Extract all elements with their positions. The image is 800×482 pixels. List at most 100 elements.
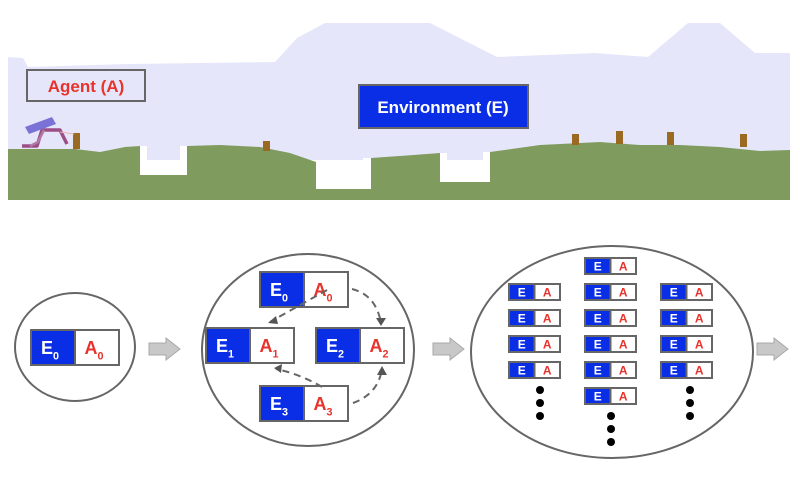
environment-symbol: E [670, 337, 678, 351]
pit-wall [483, 152, 490, 182]
environment-symbol: E [670, 285, 678, 299]
agent-symbol: A [543, 311, 552, 325]
agent-symbol: A [619, 363, 628, 377]
agent-symbol: A [619, 311, 628, 325]
agent-leg [29, 129, 46, 148]
agent-label-box: Agent (A) [26, 69, 146, 102]
agent-symbol: A [543, 363, 552, 377]
agent-symbol: A [695, 311, 704, 325]
ground [8, 142, 790, 200]
stump [667, 132, 674, 145]
arrowhead-icon [268, 316, 278, 324]
arrowhead-icon [377, 366, 387, 375]
agent-cell [609, 335, 637, 353]
agent-cell [685, 335, 713, 353]
pit-wall [180, 146, 187, 175]
ellipsis-dot [607, 425, 615, 433]
environment-label-box: Environment (E) [358, 84, 529, 129]
stage-arrow [148, 336, 181, 362]
environment-symbol: E [594, 259, 602, 273]
environment-cell [259, 385, 305, 422]
environment-symbol: E [594, 337, 602, 351]
ellipsis-dot [607, 412, 615, 420]
agent-symbol: A [543, 337, 552, 351]
environment-symbol: E [670, 363, 678, 377]
agent-cell [609, 257, 637, 275]
agent-cell [303, 385, 349, 422]
ellipsis-dot [686, 386, 694, 394]
pit-wall [140, 146, 147, 175]
environment-symbol: E [518, 311, 526, 325]
agent-symbol: A [619, 337, 628, 351]
stump [740, 134, 747, 147]
pit-wall [440, 153, 447, 182]
transfer-arrow [269, 289, 328, 323]
stump [73, 133, 80, 149]
environment-symbol: E [518, 363, 526, 377]
environment-index: 2 [338, 348, 344, 360]
agent-cell [533, 283, 561, 301]
agent-cell [74, 329, 120, 366]
agent-cell [609, 387, 637, 405]
right-arrow-icon [756, 336, 789, 362]
stage-arrow [432, 336, 465, 362]
ellipsis-dot [686, 412, 694, 420]
agent-cell [359, 327, 405, 364]
walker-agent [22, 117, 75, 148]
agent-symbol: A [695, 337, 704, 351]
environment-symbol: E [670, 311, 678, 325]
agent-lidar [59, 131, 75, 135]
transfer-arrow [352, 368, 383, 404]
ellipsis-dot [536, 399, 544, 407]
agent-index: 0 [97, 350, 103, 362]
arrowhead-icon [274, 364, 282, 373]
transfer-arrow [351, 288, 382, 324]
environment-cell [30, 329, 76, 366]
agent-symbol: A [695, 363, 704, 377]
agent-cell [609, 283, 637, 301]
agent-symbol: A [619, 285, 628, 299]
agent-index: 3 [326, 406, 332, 418]
agent-index: 2 [382, 348, 388, 360]
right-arrow-icon [148, 336, 181, 362]
environment-symbol: E [594, 311, 602, 325]
ellipsis-dot [607, 438, 615, 446]
agent-cell [533, 361, 561, 379]
transfer-arrows [269, 288, 383, 404]
agent-index: 0 [326, 292, 332, 304]
environment-index: 3 [282, 406, 288, 418]
agent-symbol: A [543, 285, 552, 299]
agent-cell [533, 309, 561, 327]
environment-index: 1 [228, 348, 234, 360]
agent-index: 1 [272, 348, 278, 360]
right-arrow-icon [432, 336, 465, 362]
ellipsis-dot [536, 412, 544, 420]
environment-symbol: E [518, 337, 526, 351]
environment-symbol: E [594, 285, 602, 299]
stump [616, 131, 623, 144]
agent-label: Agent (A) [48, 77, 124, 96]
transfer-arrowheads [268, 316, 387, 375]
agent-cell [533, 335, 561, 353]
agent-symbol: A [619, 259, 628, 273]
agent-symbol: A [619, 389, 628, 403]
stump [572, 134, 579, 145]
